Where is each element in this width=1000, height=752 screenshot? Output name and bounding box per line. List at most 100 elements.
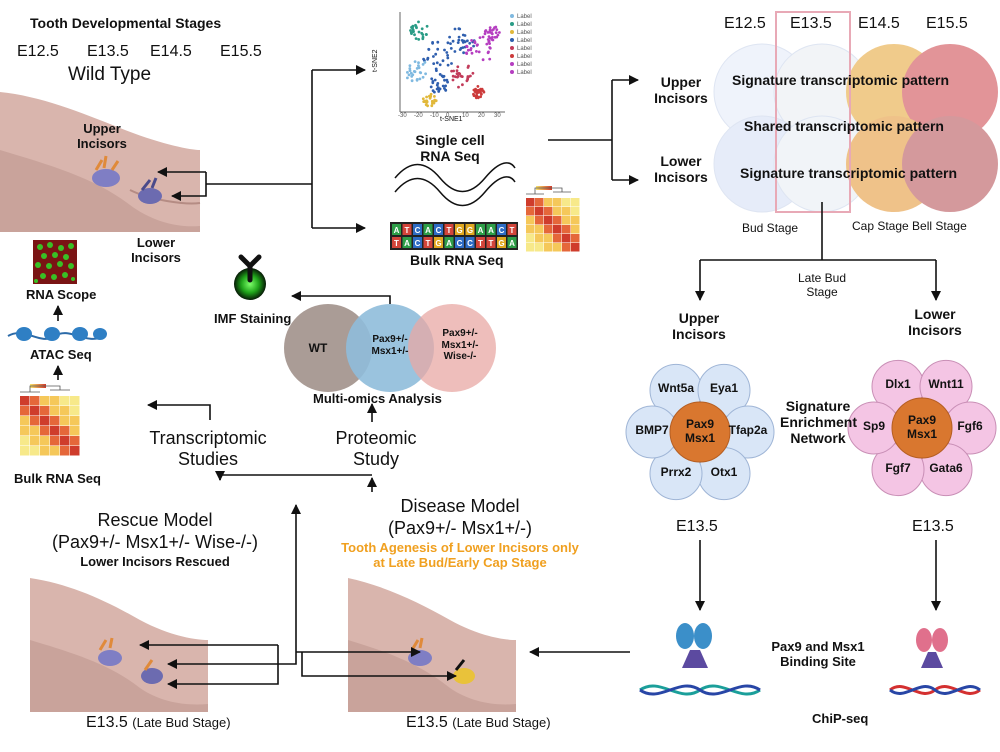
lower-network-gene-label: Sp9 (862, 419, 885, 433)
tsne-point (425, 33, 428, 36)
atac-seq-chromatin-icon (7, 327, 107, 341)
heatmap-cell (70, 406, 80, 416)
wt-upper-incisors-line2: Incisors (77, 135, 127, 151)
upper-signature-network (625, 363, 775, 501)
tsne-point (441, 59, 445, 63)
heatmap-cell (571, 234, 580, 243)
venn-stage-e13-5: E13.5 (790, 15, 832, 32)
tsne-point (421, 35, 425, 39)
rescue-upper-tooth-icon (98, 637, 122, 666)
dna-base-bottom (392, 237, 401, 248)
network-lower-title-line2: Incisors (908, 322, 962, 339)
heatmap-cell (553, 225, 562, 234)
wt-upper-incisors-line1: Upper (83, 121, 121, 136)
tsne-tick-label: 0 (446, 113, 450, 119)
tsne-point (488, 26, 492, 29)
multiomics-title: Multi-omics Analysis (313, 391, 442, 406)
heatmap-cell (544, 216, 553, 225)
tsne-point (451, 39, 455, 43)
heatmap-cell (20, 396, 30, 406)
heatmap-cell (30, 426, 40, 436)
tsne-legend-label: Label (517, 46, 532, 52)
tsne-point (446, 56, 450, 60)
tsne-legend-label: Label (517, 22, 532, 28)
tsne-point (435, 69, 438, 72)
circle-het-line1: Pax9+/- (372, 334, 408, 345)
tsne-point (469, 48, 473, 52)
tsne-point (411, 26, 414, 30)
network-lower-title-line1: Lower (914, 306, 956, 322)
tsne-legend-dot (510, 14, 514, 18)
upper-network-gene-label: Prrx2 (660, 464, 692, 479)
tsne-point (443, 78, 446, 82)
tsne-point (432, 62, 436, 65)
bulk-rna-heatmap-left (20, 384, 80, 456)
rescue-stage-suffix: (Late Bud Stage) (132, 715, 231, 730)
dna-base-letter: G (467, 226, 473, 235)
single-cell-line2: RNA Seq (420, 148, 480, 165)
venn-upper-line1: Upper (660, 74, 702, 90)
heatmap-cell (70, 446, 80, 456)
heatmap-cell (30, 436, 40, 446)
tsne-point (476, 43, 479, 47)
dna-base-letter: T (394, 239, 399, 248)
tsne-point (477, 50, 481, 54)
tsne-point (457, 85, 460, 89)
signature-network-line3: Network (790, 430, 846, 447)
heatmap-cell (40, 406, 50, 416)
tsne-point (411, 29, 415, 33)
heatmap-cell (40, 446, 50, 456)
heatmap-cell (30, 396, 40, 406)
heatmap-cell (50, 406, 60, 416)
disease-stage-suffix: (Late Bud Stage) (452, 715, 551, 730)
signature-network-label: Signature Enrichment Network (780, 398, 858, 447)
dna-base-letter: C (415, 226, 421, 235)
heatmap-cell (526, 198, 535, 207)
tsne-point (485, 42, 489, 46)
heatmap-cell (30, 406, 40, 416)
tsne-point (474, 87, 477, 91)
tsne-point (417, 30, 421, 34)
tsne-point (411, 73, 415, 77)
tsne-point (417, 20, 420, 24)
tsne-legend-label: Label (517, 30, 532, 36)
dna-base-letter: G (435, 239, 441, 248)
dna-base-letter: G (498, 239, 504, 248)
circle-triple-line1: Pax9+/- (442, 328, 478, 339)
tsne-point (421, 63, 425, 66)
venn-lower-line1: Lower (660, 153, 702, 169)
tsne-point (466, 76, 470, 80)
heatmap-cell (40, 416, 50, 426)
disease-model-title: Disease Model (400, 496, 520, 516)
tsne-point (411, 24, 415, 28)
heatmap-cell (70, 436, 80, 446)
tsne-point (412, 70, 416, 73)
heatmap-cell (553, 216, 562, 225)
dna-base-top (476, 224, 485, 235)
tsne-point (478, 36, 482, 39)
tsne-axis-y: t-SNE2 (372, 49, 379, 72)
tsne-point (466, 66, 470, 69)
heatmap-cell (40, 436, 50, 446)
disease-jaw-illustration (348, 578, 516, 712)
disease-note-line1: Tooth Agenesis of Lower Incisors only (341, 540, 579, 555)
lower-network-gene-label: Fgf6 (957, 419, 983, 433)
dna-base-top (455, 224, 464, 235)
heatmap-cell (544, 243, 553, 252)
tsne-point (413, 60, 417, 63)
wt-stage-e14-5: E14.5 (150, 43, 192, 60)
heatmap-cell (60, 406, 70, 416)
wt-stage-e12-5: E12.5 (17, 43, 59, 60)
tsne-point (470, 51, 474, 55)
upper-network-gene-label: BMP7 (635, 423, 669, 437)
wt-stage-e13-5: E13.5 (87, 43, 129, 60)
tsne-legend-dot (510, 22, 514, 26)
signature-network-line2: Enrichment (780, 414, 858, 431)
tsne-point (426, 56, 430, 60)
heatmap-cell (535, 207, 544, 216)
tsne-point (482, 90, 486, 94)
tsne-point (456, 65, 460, 69)
tsne-point (474, 96, 478, 100)
